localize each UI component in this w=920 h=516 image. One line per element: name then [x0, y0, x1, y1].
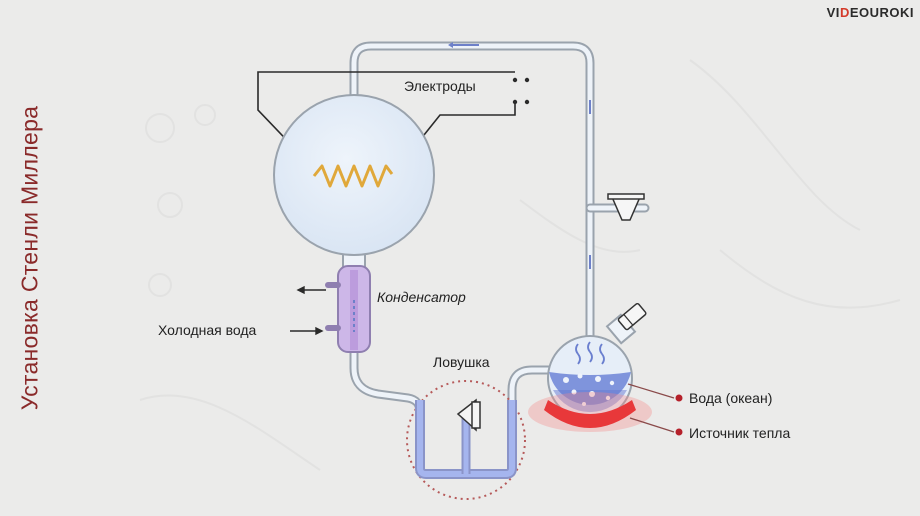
label-trap: Ловушка	[433, 354, 490, 370]
label-heat-source: Источник тепла	[689, 425, 791, 441]
condenser	[325, 265, 371, 353]
steam-icon	[575, 341, 605, 365]
electrode-terminals	[512, 77, 530, 105]
reaction-bulb	[273, 94, 435, 271]
label-water: Вода (океан)	[689, 390, 773, 406]
spark-coil	[312, 164, 394, 188]
ocean-flask	[547, 302, 647, 421]
pointer-lines	[627, 383, 683, 436]
background-pattern	[139, 59, 901, 471]
bubbles	[563, 373, 615, 406]
videouroki-logo: VIDEOUROKI	[826, 5, 914, 20]
label-cold-water: Холодная вода	[158, 322, 257, 338]
label-electrodes: Электроды	[404, 78, 476, 94]
stopcock-valve-icon	[607, 193, 645, 221]
label-condenser: Конденсатор	[377, 289, 466, 305]
condenser-arrows	[290, 285, 326, 336]
heat-source	[528, 392, 652, 432]
trap	[406, 380, 526, 500]
